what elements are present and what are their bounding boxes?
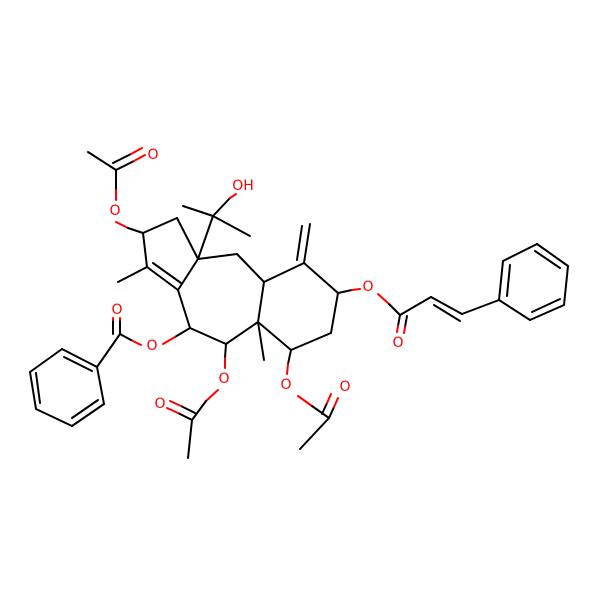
atom-label-o-acetoxy-mid-carbonyl: O (154, 396, 165, 412)
atom-label-o-acetoxy-mid: O (218, 371, 229, 387)
atom-label-o-ring-acetoxy-carbonyl: O (147, 147, 158, 163)
atom-label-o-acetoxy-right-carbonyl: O (339, 379, 350, 395)
atom-labels: OH O O O O O O O O O O (109, 147, 403, 412)
atom-label-o-cinnamate-ester: O (362, 279, 373, 295)
atom-label-hydroxyl: OH (232, 178, 254, 194)
atom-label-o-benzoate-carbonyl: O (111, 302, 122, 318)
carbon-bonds (29, 151, 569, 459)
atom-label-o-cinnamate-carbonyl: O (392, 335, 403, 351)
atom-label-o-ring-acetoxy: O (109, 203, 120, 219)
oxygen-bonds (112, 147, 408, 421)
atom-label-o-benzoate-ester: O (146, 338, 157, 354)
atom-label-o-acetoxy-right: O (280, 377, 291, 393)
